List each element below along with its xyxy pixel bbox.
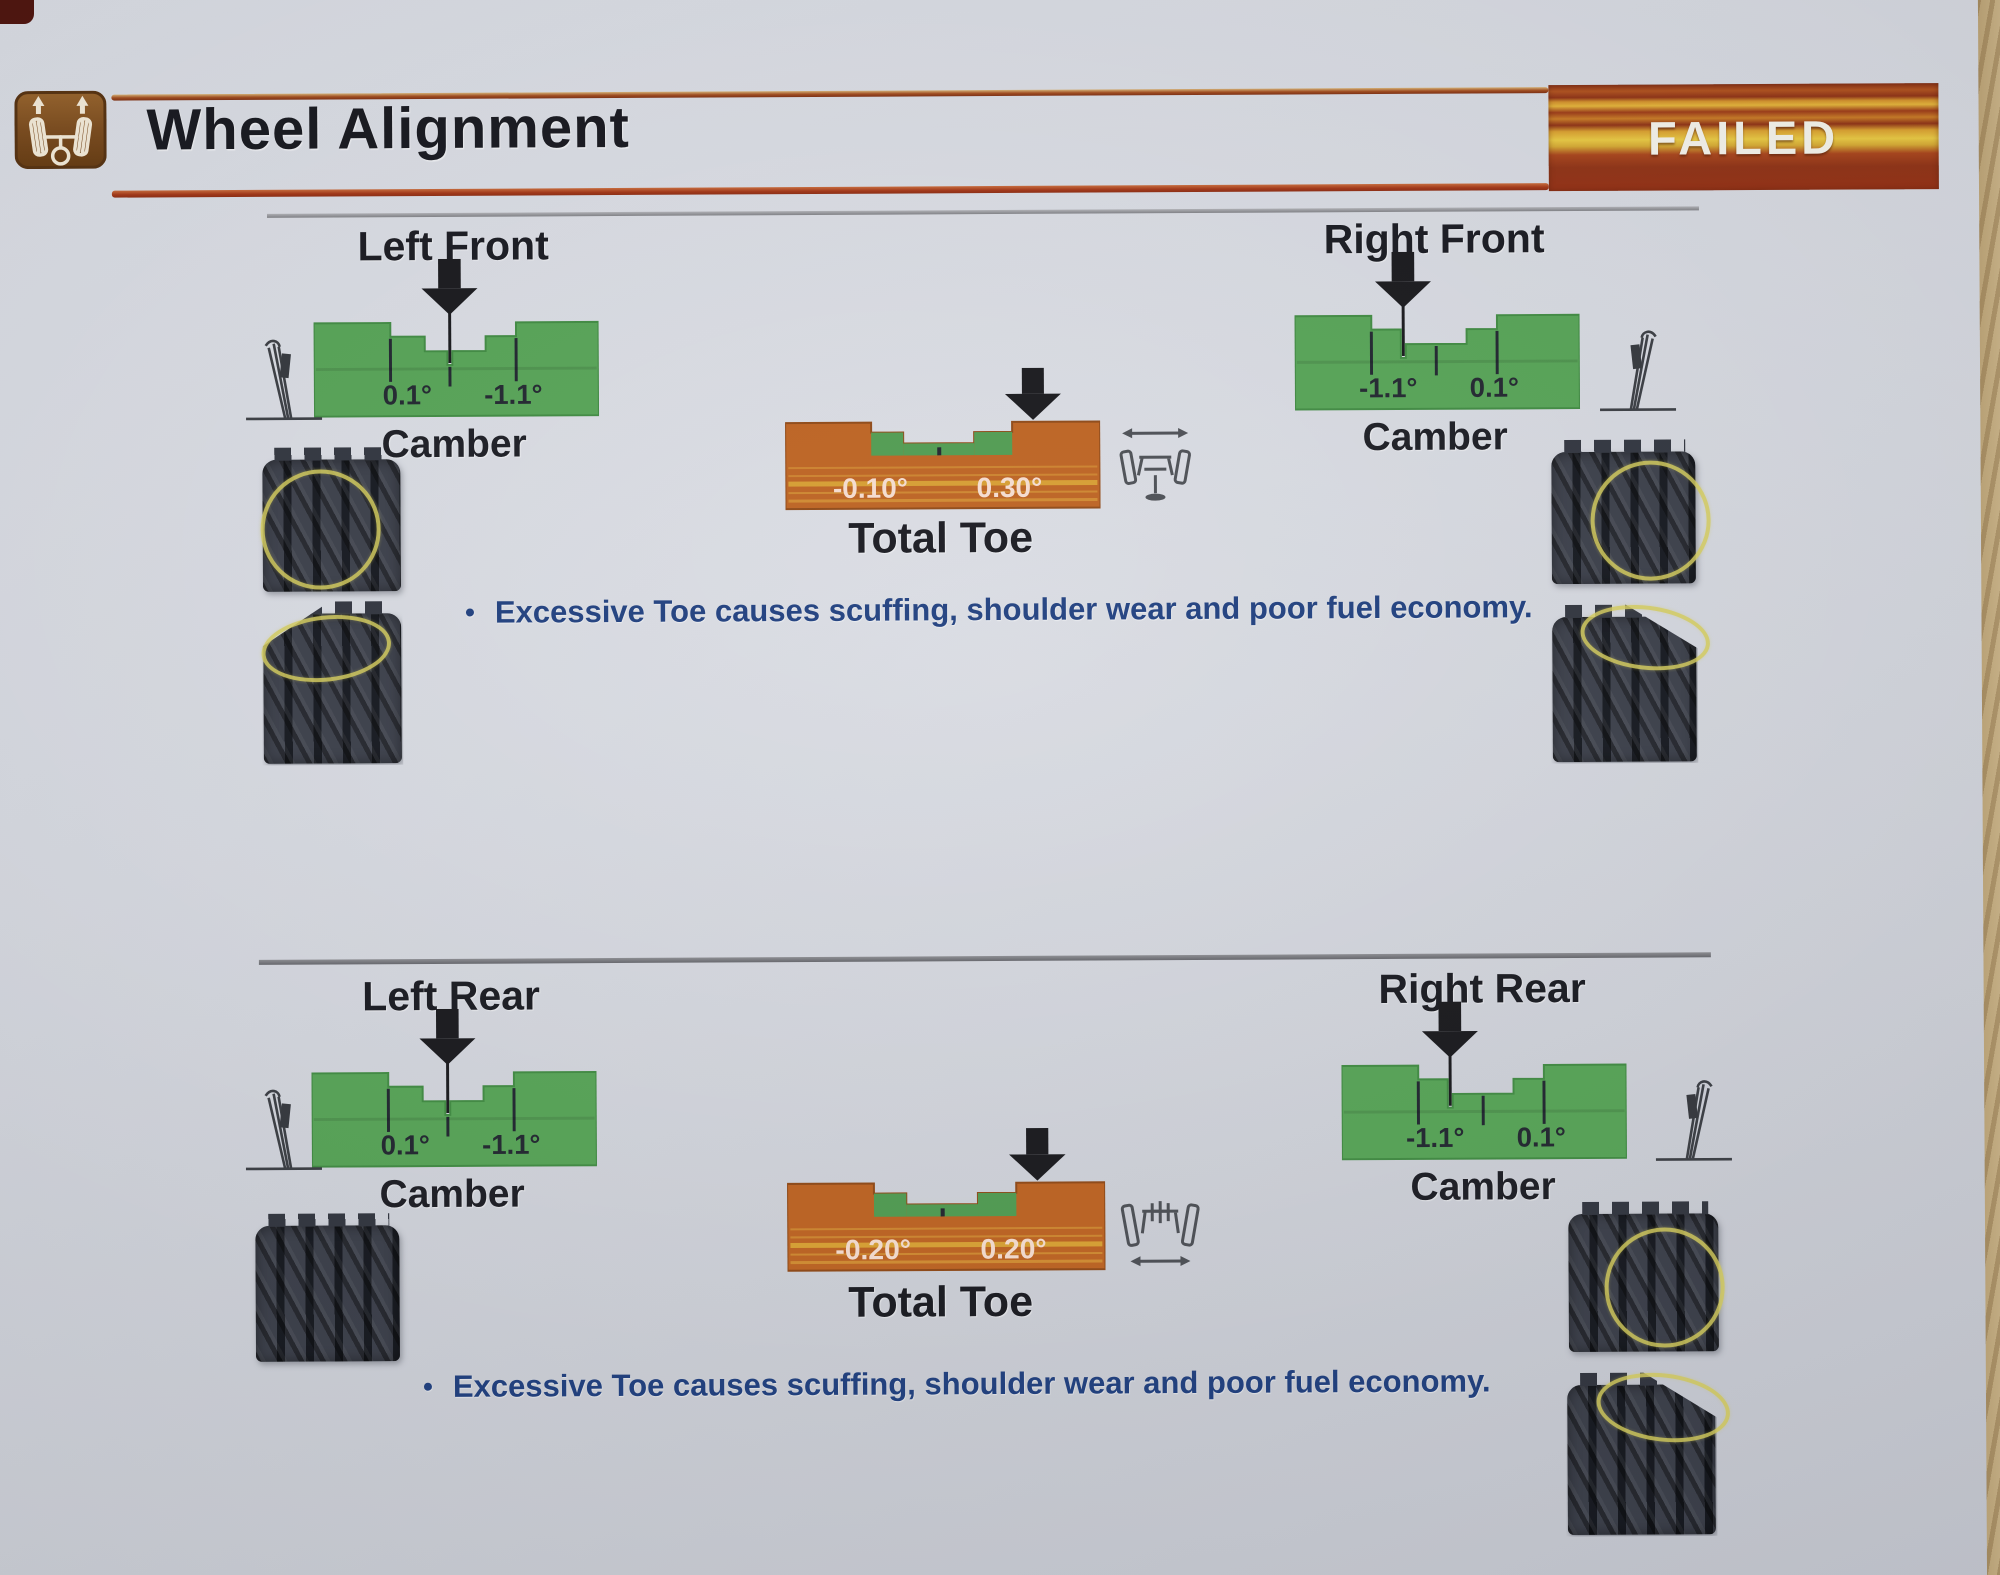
camber-value-right: 0.1° [1517, 1121, 1566, 1152]
in-spec-zone [871, 431, 1013, 456]
section-divider-rear [258, 952, 1711, 965]
indicator-arrow [421, 258, 478, 363]
camber-value-left: 0.1° [381, 1129, 430, 1160]
toe-rear-label: Total Toe [848, 1277, 1034, 1327]
status-badge: FAILED [1548, 83, 1939, 192]
toe-gauge-front: -0.10° 0.30° [784, 367, 1101, 511]
front-note: • Excessive Toe causes scuffing, shoulde… [465, 589, 1565, 631]
gauge-grain [788, 465, 1098, 503]
wear-marker-circle [1604, 1227, 1725, 1348]
camber-value-right: -1.1° [482, 1129, 541, 1160]
tire-normal-left [255, 1225, 400, 1362]
toe-value-right: 0.20° [980, 1232, 1046, 1264]
front-note-text: Excessive Toe causes scuffing, shoulder … [494, 589, 1533, 630]
camber-gauge-left-rear: 0.1° -1.1° [311, 1008, 597, 1168]
rear-note-text: Excessive Toe causes scuffing, shoulder … [452, 1363, 1491, 1404]
bullet: • [464, 596, 475, 628]
gauge-body [786, 1181, 1106, 1272]
indicator-arrow [419, 1008, 476, 1113]
right-front-camber-label: Camber [1362, 415, 1508, 460]
camber-gauge-right-rear: -1.1° 0.1° [1341, 1001, 1627, 1161]
gauge-grain [790, 1226, 1103, 1265]
camber-gauge-left-front: 0.1° -1.1° [313, 258, 600, 418]
toe-gauge-rear: -0.20° 0.20° [786, 1128, 1106, 1272]
front-toe-icon [1119, 428, 1191, 501]
gauge-body [311, 1070, 597, 1168]
toe-value-left: -0.10° [833, 472, 908, 503]
camber-wheel-icon [246, 339, 323, 421]
toe-front-label: Total Toe [848, 513, 1034, 563]
camber-value-left: -1.1° [1359, 372, 1418, 403]
toe-value-left: -0.20° [835, 1233, 911, 1265]
indicator-arrow [1004, 367, 1061, 420]
up-arrows-icon [32, 95, 89, 115]
indicator-arrow [1009, 1128, 1066, 1181]
photo-corner-object [0, 0, 34, 24]
camber-value-left: -1.1° [1406, 1122, 1465, 1153]
indicator-arrow [1421, 1001, 1478, 1106]
left-rear-camber-label: Camber [379, 1172, 525, 1217]
wheel-alignment-icon [14, 90, 107, 170]
toe-value-right: 0.30° [976, 472, 1042, 503]
camber-value-right: -1.1° [484, 379, 543, 410]
header-rule-bottom [111, 183, 1549, 198]
gauge-body [313, 320, 600, 418]
camber-wheel-icon [1600, 330, 1677, 412]
in-spec-zone [873, 1192, 1017, 1217]
camber-gauge-right-front: -1.1° 0.1° [1294, 251, 1581, 411]
camber-wheel-icon [1655, 1080, 1732, 1161]
rear-toe-icon [1120, 1201, 1200, 1267]
indicator-arrow [1375, 251, 1431, 356]
status-badge-label: FAILED [1647, 110, 1840, 165]
camber-value-right: 0.1° [1470, 372, 1519, 403]
camber-wheel-icon [245, 1089, 322, 1171]
rear-note: • Excessive Toe causes scuffing, shoulde… [423, 1363, 1543, 1405]
wear-marker-circle [1590, 460, 1711, 581]
page-title: Wheel Alignment [146, 94, 631, 163]
bullet: • [423, 1370, 434, 1403]
camber-value-left: 0.1° [383, 379, 432, 410]
wear-marker-circle [260, 469, 381, 590]
